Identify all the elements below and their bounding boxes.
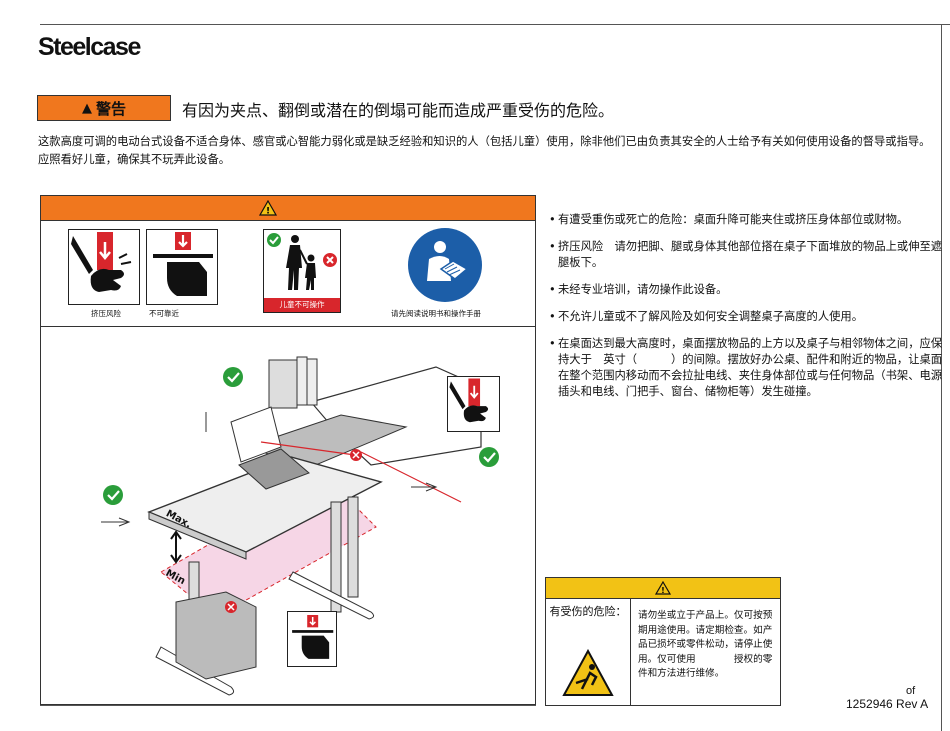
warning-triangle-icon: ! xyxy=(655,581,671,595)
adult-child-icon xyxy=(267,233,337,290)
read-manual-icon xyxy=(408,228,482,302)
caution-text: 请勿坐或立于产品上。仅可按预期用途使用。请定期检查。如产品已损坏或零件松动，请停… xyxy=(638,610,773,679)
warning-triangle-icon: ! xyxy=(259,200,277,216)
list-item: 不允许儿童或不了解风险及如何安全调整桌子高度的人使用。 xyxy=(549,309,944,325)
hand-pinch-icon xyxy=(71,232,132,292)
list-item: 有遭受重伤或死亡的危险：桌面升降可能夹住或挤压身体部位或财物。 xyxy=(549,212,944,228)
no-children-caption: 儿童不可操作 xyxy=(279,300,325,309)
no-standing-icon xyxy=(562,649,614,696)
panel-warning-bar: ! xyxy=(41,196,535,221)
pinch-caption: 挤压风险 xyxy=(91,309,121,318)
pictogram-row: 挤压风险 不可靠近 儿童不可操作 xyxy=(41,221,535,327)
intro-paragraph: 这款高度可调的电动台式设备不适合身体、感官或心智能力弱化或是缺乏经验和知识的人（… xyxy=(38,135,931,166)
safety-label-panel: ! 挤压风险 不可靠近 xyxy=(40,195,536,705)
list-item: 挤压风险 请勿把脚、腿或身体其他部位搭在桌子下面堆放的物品上或伸至遮腿板下。 xyxy=(549,239,944,271)
no-children-caption-bar: 儿童不可操作 xyxy=(264,298,340,312)
crush-hazard-pictogram-small xyxy=(287,611,337,667)
hand-pinch-icon xyxy=(449,378,489,423)
desk-clearance-diagram xyxy=(101,356,499,696)
svg-text:!: ! xyxy=(661,586,665,595)
page-of-text: of xyxy=(906,685,916,697)
caution-left-cell: 有受伤的危险： xyxy=(546,599,631,705)
brand-logo: Steelcase xyxy=(38,33,141,61)
caution-bar: ! xyxy=(546,578,780,599)
caution-label: 有受伤的危险： xyxy=(549,605,627,618)
list-item: 在桌面达到最大高度时，桌面摆放物品的上方以及桌子与相邻物体之间，应保持大于 英寸… xyxy=(549,336,944,400)
keep-away-pictogram xyxy=(146,229,218,305)
keep-away-caption: 不可靠近 xyxy=(149,309,179,318)
hazard-bullet-list: 有遭受重伤或死亡的危险：桌面升降可能夹住或挤压身体部位或财物。 挤压风险 请勿把… xyxy=(549,212,944,411)
document-number: 1252946 Rev A xyxy=(846,697,929,711)
svg-text:!: ! xyxy=(266,207,270,217)
header-rule xyxy=(40,24,950,25)
warning-headline: 有因为夹点、翻倒或潜在的倒塌可能而造成严重受伤的危险。 xyxy=(182,101,615,120)
no-children-pictogram: 儿童不可操作 xyxy=(263,229,341,313)
hand-crush-icon xyxy=(153,232,213,296)
warning-badge-label: 警告 xyxy=(95,99,126,118)
warning-triangle-icon: ▲ xyxy=(81,100,92,116)
hand-crush-icon xyxy=(292,615,334,659)
read-manual-caption: 请先阅读说明书和操作手册 xyxy=(391,309,481,318)
bottom-rule xyxy=(40,705,536,706)
caution-label-panel: ! 有受伤的危险： 请勿坐或立于产品上。仅可按预期用途使用。请定期检查。如产品已… xyxy=(545,577,781,706)
list-item: 未经专业培训，请勿操作此设备。 xyxy=(549,282,944,298)
pinch-hazard-pictogram-small xyxy=(447,376,500,432)
pinch-hazard-pictogram xyxy=(68,229,140,305)
warning-badge: ▲ 警告 xyxy=(37,95,171,121)
